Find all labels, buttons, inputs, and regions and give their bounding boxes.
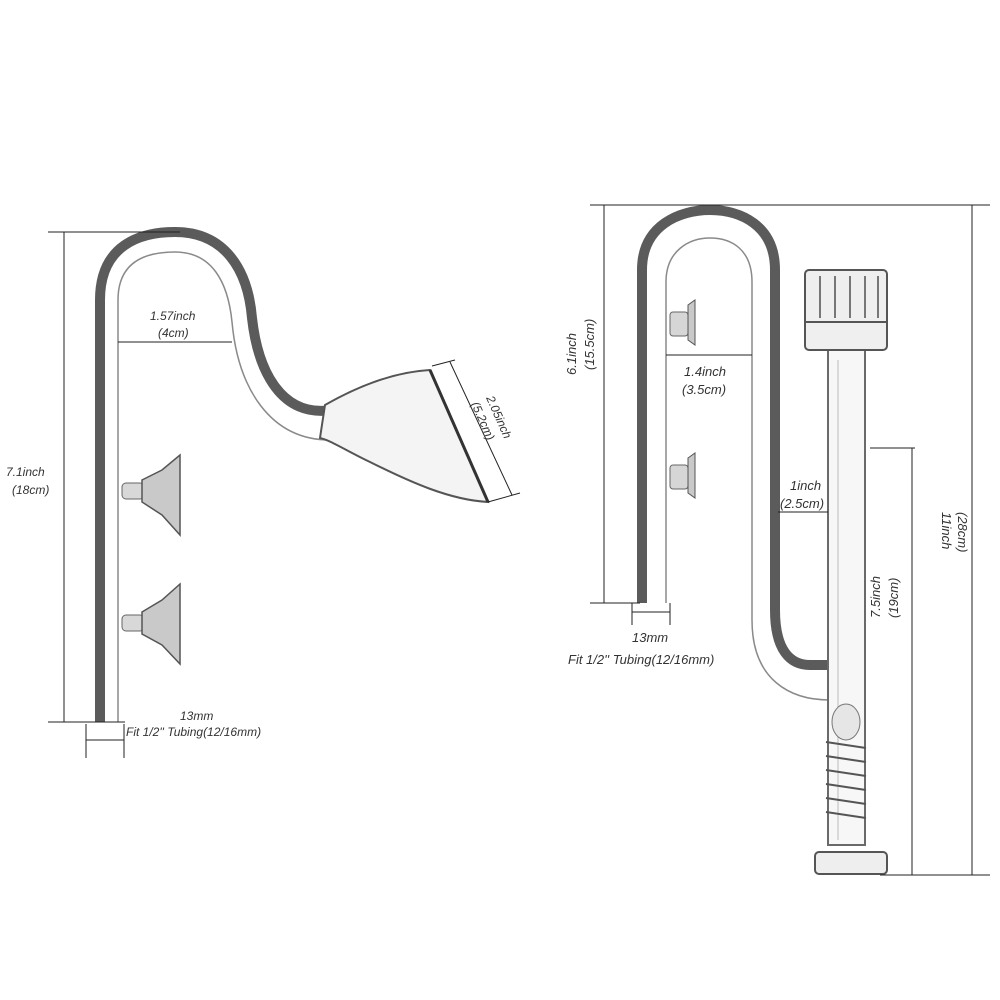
outflow-pipe-label: 13mm [180, 709, 213, 723]
inflow-gap-label-cm: (3.5cm) [682, 382, 726, 397]
outflow-width-label: 1.57inch [150, 309, 196, 323]
inflow-leg-height-dimension [590, 205, 640, 604]
outflow-tubing-label: Fit 1/2'' Tubing(12/16mm) [126, 725, 261, 739]
suction-cup [669, 299, 696, 346]
inflow-leg-height-label: 6.1inch [564, 333, 579, 375]
inflow-leg-height-label-cm: (15.5cm) [582, 319, 597, 370]
outflow-width-label-cm: (4cm) [158, 326, 189, 340]
outflow-height-label: 7.1inch [6, 465, 45, 479]
base-flange [814, 851, 888, 875]
inflow-lower-height-dimension [870, 447, 915, 875]
inflow-pipe-label: 13mm [632, 630, 668, 645]
outflow-funnel [318, 368, 490, 504]
inflow-lower-height-label: 7.5inch [868, 576, 883, 618]
outflow-mouth-dimension [431, 359, 521, 503]
suction-cup [121, 582, 181, 666]
strainer-cap [804, 269, 888, 351]
outflow-pipe [95, 226, 490, 722]
inflow-total-height-label: 11inch [939, 512, 954, 549]
inflow-total-height-dimension [590, 204, 990, 876]
inflow-diameter-label-cm: (2.5cm) [780, 496, 824, 511]
inflow-pipe [637, 204, 888, 875]
inflow-total-height-label-cm: (28cm) [955, 512, 970, 552]
outflow-pipe-dimension [85, 724, 125, 758]
suction-cup [121, 453, 181, 537]
spring-coil [825, 703, 867, 819]
suction-cup [669, 452, 696, 499]
outflow-height-dimension [48, 231, 180, 723]
outflow-height-label-cm: (18cm) [12, 483, 49, 497]
inflow-pipe-dimension [631, 603, 671, 625]
inflow-gap-label: 1.4inch [684, 364, 726, 379]
inflow-lower-height-label-cm: (19cm) [886, 578, 901, 618]
inflow-diameter-label: 1inch [790, 478, 821, 493]
inflow-tubing-label: Fit 1/2'' Tubing(12/16mm) [568, 652, 714, 667]
